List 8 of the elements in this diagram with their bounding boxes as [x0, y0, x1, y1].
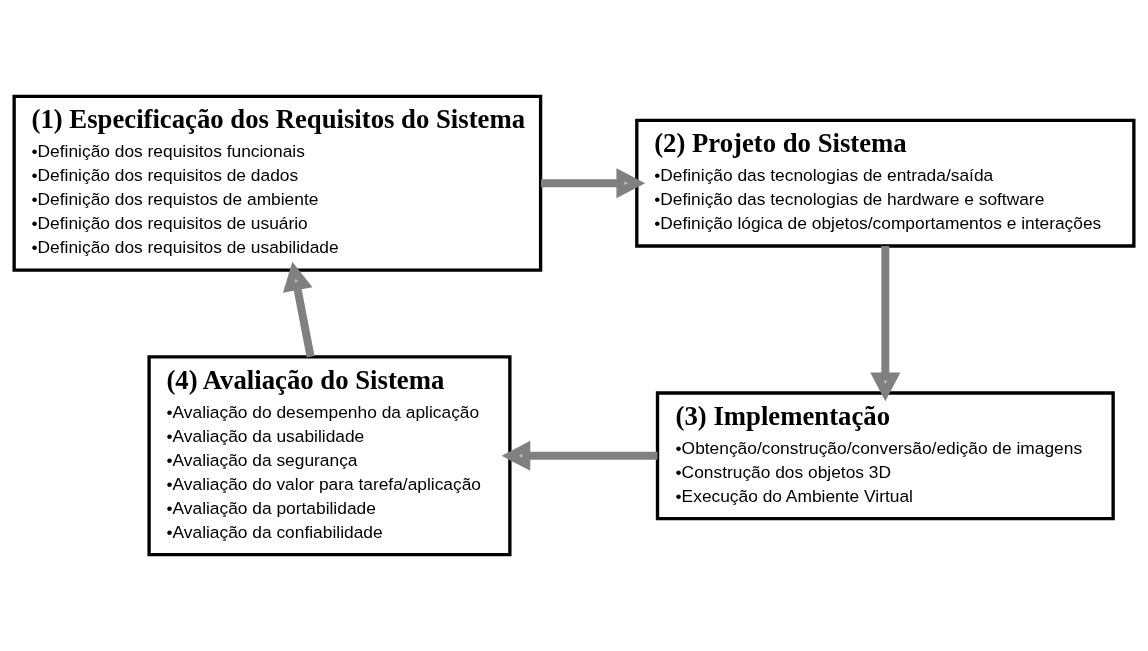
arrow: [501, 440, 658, 471]
node-box: (4) Avaliação do Sistema •Avaliação do desempenho da aplicação •Avaliação da usabilidade •Avaliação da segurança •Avaliação do valor para tarefa/aplicação •Avaliação da portabilidade •Avaliação da confiabilidade: [147, 355, 512, 557]
node-box: (2) Projeto do Sistema •Definição das tecnologias de entrada/saída •Definição das tecnologias de hardware e software •Definição lógica de objetos/comportamentos e interações: [635, 118, 1136, 248]
node-box: (1) Especificação dos Requisitos do Sistema •Definição dos requisitos funcionais •Definição dos requisitos de dados •Definição dos requistos de ambiente •Definição dos requisitos de usuário •Definição dos requisitos de usabilidade: [12, 94, 543, 272]
arrow: [282, 261, 315, 358]
arrow: [541, 168, 646, 199]
node-box: (3) Implementação •Obtenção/construção/conversão/edição de imagens •Construção dos objetos 3D •Execução do Ambiente Virtual: [655, 391, 1115, 521]
arrow: [870, 246, 901, 402]
